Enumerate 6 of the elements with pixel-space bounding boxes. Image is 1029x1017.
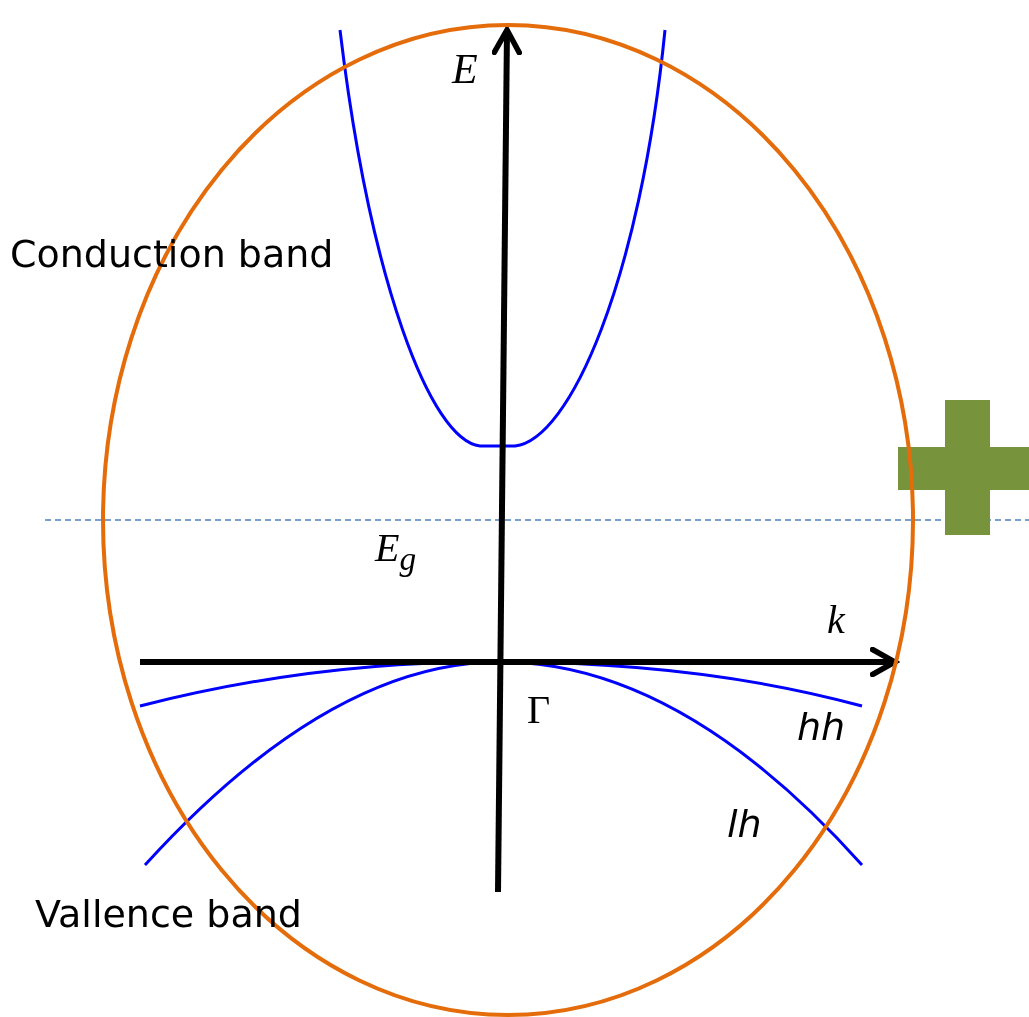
band-gap-label: E$_{g}$ [375, 528, 417, 576]
band-label: hh [797, 708, 846, 746]
band-label: lh [727, 805, 762, 843]
axis-label: E [452, 48, 478, 90]
axis-label: k [827, 600, 845, 640]
point-label: Γ [527, 690, 551, 730]
